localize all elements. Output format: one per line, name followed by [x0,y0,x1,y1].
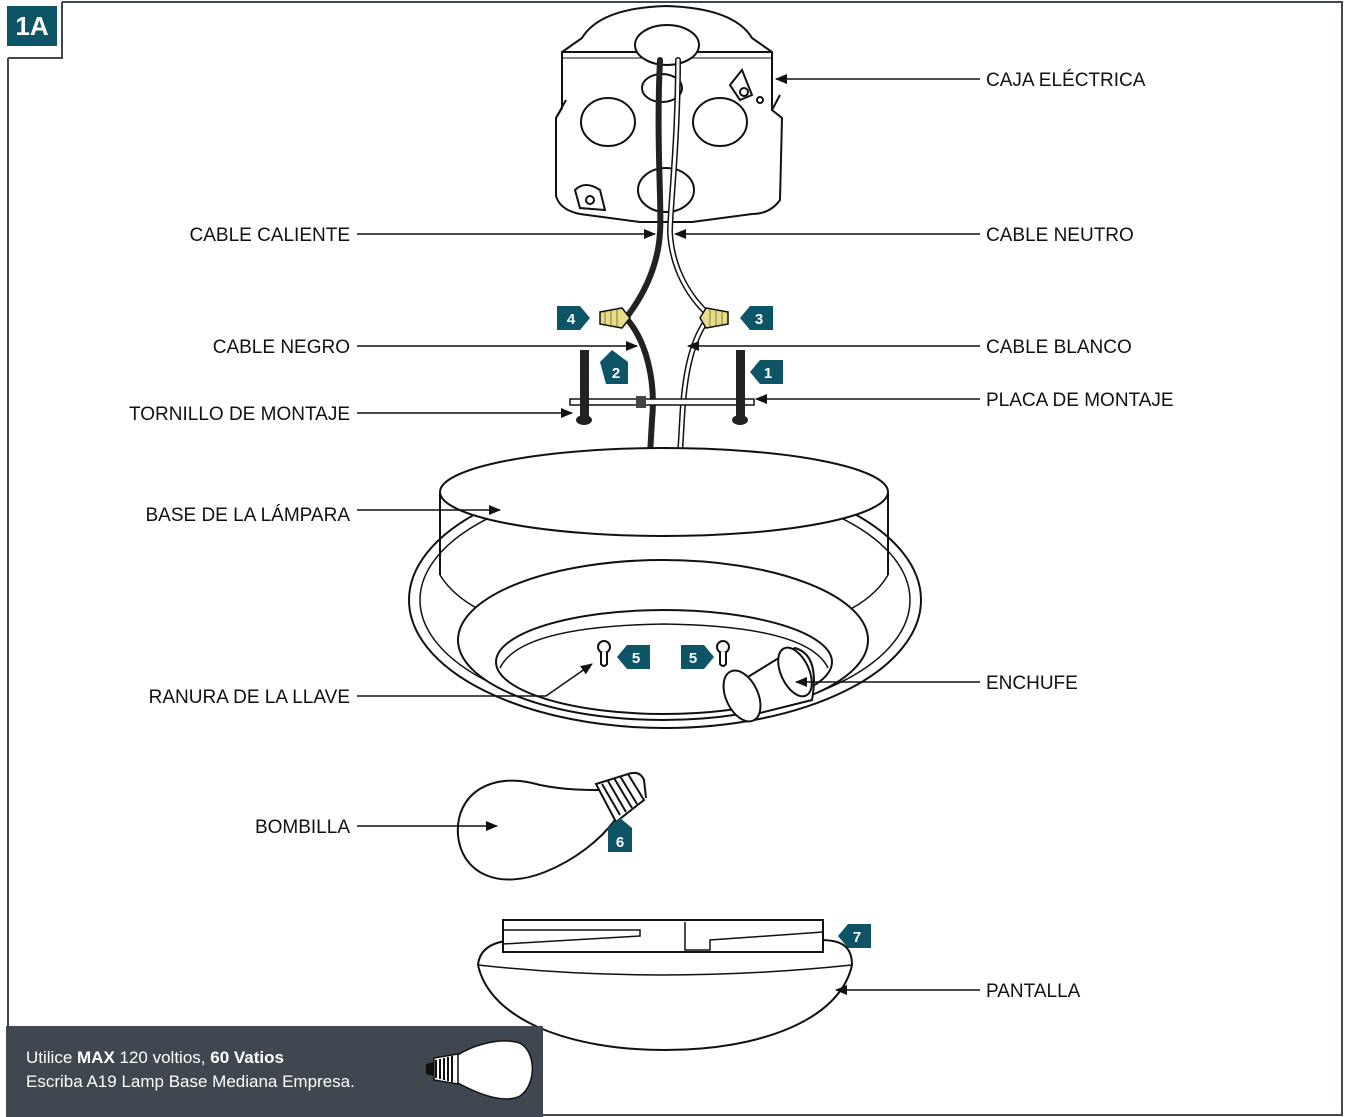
wire-nut-right [699,307,729,329]
label-tornillo: TORNILLO DE MONTAJE [129,404,350,425]
label-pantalla: PANTALLA [986,981,1081,1002]
label-bombilla: BOMBILLA [255,817,350,838]
svg-text:4: 4 [567,311,576,328]
bulb-icon [426,1040,534,1100]
label-placa: PLACA DE MONTAJE [986,390,1174,411]
note-line-2: Escriba A19 Lamp Base Mediana Empresa. [26,1072,355,1091]
svg-text:3: 3 [755,311,763,328]
label-cable-negro: CABLE NEGRO [213,337,350,358]
label-cable-neutro: CABLE NEUTRO [986,225,1134,246]
label-enchufe: ENCHUFE [986,673,1078,694]
wire-nut-left [599,307,631,329]
step-badge-6: 6 [608,818,632,852]
leader-lines [357,74,980,995]
bulb-spec-note: Utilice MAX 120 voltios, 60 Vatios Escri… [6,1026,543,1117]
labels: CAJA ELÉCTRICA CABLE CALIENTE CABLE NEUT… [129,70,1174,1002]
light-bulb [456,771,647,881]
lamp-base [408,447,922,729]
figure-border [7,1,1343,1116]
key-slot-right [716,640,730,667]
step-badge-4: 4 [557,306,590,330]
key-slot-left [597,640,611,667]
label-base: BASE DE LA LÁMPARA [145,505,350,526]
mounting-screw-left [576,350,592,425]
label-cable-caliente: CABLE CALIENTE [190,225,351,246]
wires [623,57,713,458]
socket [722,646,815,723]
svg-text:7: 7 [853,929,861,946]
label-caja-electrica: CAJA ELÉCTRICA [986,70,1146,91]
step-badge-7: 7 [838,924,871,948]
svg-text:2: 2 [612,365,620,382]
svg-text:5: 5 [689,650,697,667]
svg-text:5: 5 [632,650,640,667]
svg-text:6: 6 [616,834,624,851]
figure-id-badge: 1A [7,6,57,46]
mounting-screw-right [732,350,748,425]
step-badge-5-left: 5 [617,645,650,669]
note-line-1: Utilice MAX 120 voltios, 60 Vatios [26,1048,284,1067]
step-badge-3: 3 [740,306,773,330]
step-badge-2: 2 [600,350,628,384]
step-badge-1: 1 [750,360,783,384]
step-badge-5-right: 5 [681,645,714,669]
label-cable-blanco: CABLE BLANCO [986,337,1132,358]
mounting-plate [569,396,755,408]
shade [476,919,854,1052]
svg-text:1: 1 [764,365,772,382]
electrical-box [555,4,784,223]
step-badges: 4 3 2 1 5 5 6 7 [557,306,871,948]
label-ranura: RANURA DE LA LLAVE [149,687,350,708]
